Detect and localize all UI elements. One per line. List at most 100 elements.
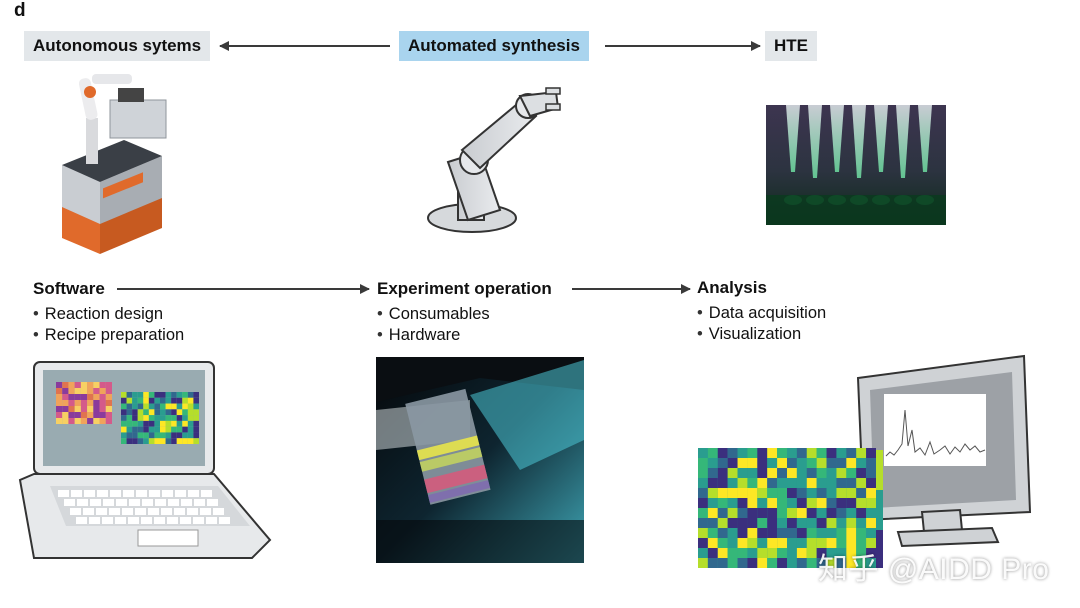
- heatmap-cell: [132, 415, 138, 421]
- heatmap-cell: [727, 548, 738, 558]
- keyboard-key: [219, 517, 230, 524]
- heatmap-cell: [187, 420, 194, 427]
- bullet-item: Consumables: [377, 304, 490, 325]
- heatmap-cell: [727, 538, 738, 548]
- keyboard-key: [201, 490, 212, 497]
- keyboard-key: [175, 490, 186, 497]
- experiment-bullets: Consumables Hardware: [377, 304, 490, 346]
- keyboard-key: [84, 490, 95, 497]
- heatmap-cell: [187, 432, 194, 439]
- heatmap-cell: [836, 518, 847, 528]
- heatmap-cell: [93, 400, 100, 406]
- heatmap-cell: [165, 415, 172, 421]
- pipette-tip: [874, 105, 888, 172]
- heatmap-cell: [806, 448, 817, 458]
- heatmap-cell: [87, 382, 94, 388]
- keyboard-key: [194, 499, 205, 506]
- heatmap-cell: [707, 508, 718, 518]
- heatmap-cell: [160, 403, 166, 410]
- heatmap-cell: [148, 403, 155, 410]
- heatmap-cell: [727, 508, 738, 518]
- heatmap-cell: [160, 426, 166, 433]
- heatmap-cell: [787, 558, 797, 568]
- keyboard-key: [102, 517, 113, 524]
- heatmap-cell: [698, 558, 708, 568]
- heatmap-cell: [137, 397, 144, 404]
- heatmap-cell: [160, 420, 166, 427]
- heatmap-cell: [171, 432, 177, 439]
- heatmap-cell: [787, 498, 797, 508]
- heatmap-cell: [126, 432, 133, 439]
- heatmap-cell: [154, 403, 160, 410]
- heatmap-cell: [62, 394, 69, 400]
- heatmap-cell: [176, 438, 183, 444]
- heatmap-cell: [717, 458, 728, 468]
- pipette-tip: [786, 105, 800, 172]
- heatmap-cell: [727, 518, 738, 528]
- heatmap-cell: [727, 558, 738, 568]
- heatmap-cell: [836, 558, 847, 568]
- heatmap-cell: [99, 400, 106, 406]
- heatmap-cell: [737, 518, 748, 528]
- watermark: 知乎 @AIDD Pro: [818, 553, 1050, 586]
- heatmap-cell: [796, 458, 807, 468]
- heatmap-cell: [727, 458, 738, 468]
- heatmap-cell: [193, 432, 199, 439]
- keyboard-key: [96, 508, 107, 515]
- heatmap-cell: [105, 406, 112, 412]
- heatmap-cell: [816, 508, 827, 518]
- bullet-item: Recipe preparation: [33, 325, 184, 346]
- heatmap-cell: [93, 382, 100, 388]
- analysis-heatmap: [698, 448, 883, 568]
- heatmap-cell: [806, 468, 817, 478]
- heatmap-cell: [806, 528, 817, 538]
- heatmap-cell: [74, 406, 81, 412]
- laptop-illustration: [18, 361, 272, 559]
- heatmap-cell: [707, 538, 718, 548]
- heatmap-cell: [707, 448, 718, 458]
- heatmap-cell: [62, 418, 69, 424]
- heatmap-cell: [856, 548, 867, 558]
- heatmap-cell: [806, 508, 817, 518]
- heatmap-cell: [796, 518, 807, 528]
- heatmap-cell: [796, 468, 807, 478]
- heatmap-cell: [93, 406, 100, 412]
- heatmap-cell: [171, 420, 177, 427]
- heatmap-cell: [93, 412, 100, 418]
- heatmap-cell: [796, 558, 807, 568]
- heatmap-cell: [856, 498, 867, 508]
- heatmap-cell: [866, 488, 876, 498]
- heatmap-cell: [826, 518, 837, 528]
- heatmap-cell: [176, 403, 183, 410]
- heatmap-cell: [796, 488, 807, 498]
- heatmap-cell: [171, 438, 177, 444]
- heatmap-cell: [126, 420, 133, 427]
- heatmap-cell: [717, 538, 728, 548]
- heatmap-cell: [187, 409, 194, 416]
- keyboard-key: [161, 508, 172, 515]
- heatmap-cell: [787, 468, 797, 478]
- heatmap-cell: [777, 528, 787, 538]
- heatmap-cell: [747, 508, 758, 518]
- heatmap-cell: [126, 438, 133, 444]
- heatmap-cell: [68, 394, 75, 400]
- heatmap-cell: [165, 403, 172, 410]
- heatmap-cell: [777, 548, 787, 558]
- heatmap-cell: [767, 458, 778, 468]
- heatmap-cell: [787, 488, 797, 498]
- heatmap-cell: [707, 488, 718, 498]
- heatmap-cell: [866, 518, 876, 528]
- heatmap-cell: [806, 558, 817, 568]
- heatmap-cell: [747, 528, 758, 538]
- heatmap-cell: [717, 558, 728, 568]
- heatmap-cell: [137, 415, 144, 421]
- heatmap-cell: [176, 397, 183, 404]
- heatmap-cell: [143, 420, 149, 427]
- heatmap-cell: [87, 400, 94, 406]
- heatmap-cell: [143, 426, 149, 433]
- heatmap-cell: [727, 468, 738, 478]
- keyboard-key: [76, 517, 87, 524]
- heatmap-cell: [137, 432, 144, 439]
- heatmap-cell: [176, 432, 183, 439]
- heatmap-cell: [68, 382, 75, 388]
